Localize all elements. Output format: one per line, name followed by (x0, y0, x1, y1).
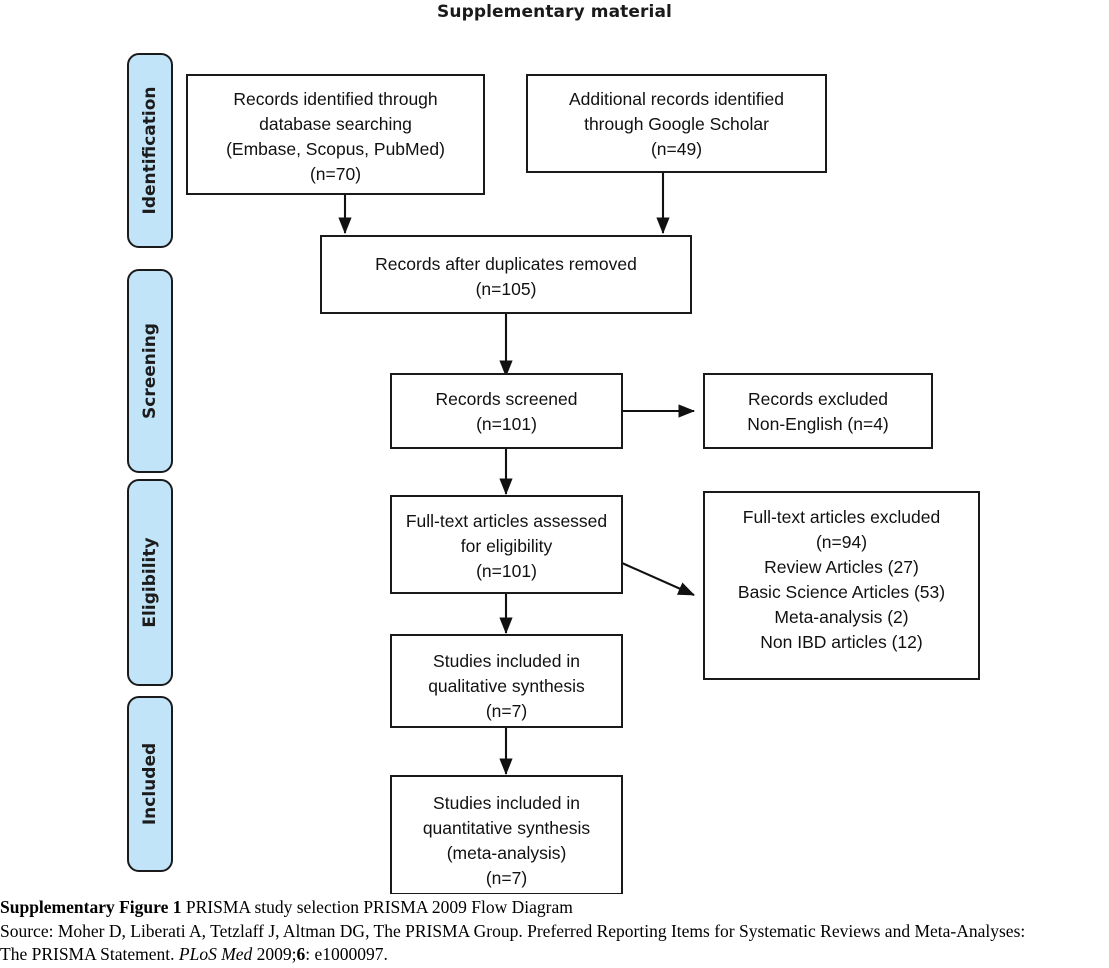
stage-bar-screening-rect (127, 269, 173, 473)
box-studies-qualitative: Studies included in qualitative synthesi… (390, 634, 623, 728)
page-title: Supplementary material (437, 2, 672, 22)
box-line: Records screened (435, 389, 577, 409)
box-line: Non-English (n=4) (747, 414, 889, 434)
box-records-after-duplicates-removed: Records after duplicates removed (n=105) (320, 235, 692, 314)
box-line: Basic Science Articles (53) (738, 582, 945, 602)
stage-bar-eligibility: Eligibility (127, 479, 173, 686)
prisma-flow-diagram: Identification Screening Eligibility Inc… (0, 24, 1109, 894)
stage-bar-eligibility-rect (127, 479, 173, 686)
caption-article-id: : e1000097. (305, 944, 388, 964)
box-line: Records excluded (748, 389, 888, 409)
box-fulltext-excluded-rect (703, 491, 980, 680)
box-line: Records identified through (233, 89, 437, 109)
stage-label-included: Included (140, 743, 160, 825)
box-records-excluded-rect (703, 373, 933, 449)
figure-caption: Supplementary Figure 1 PRISMA study sele… (0, 896, 1109, 967)
box-additional-records-google-scholar: Additional records identified through Go… (526, 74, 827, 173)
box-fulltext-assessed: Full-text articles assessed for eligibil… (390, 495, 623, 594)
box-line: Non IBD articles (12) (760, 632, 922, 652)
caption-line-3: The PRISMA Statement. PLoS Med 2009;6: e… (0, 943, 1109, 967)
box-line: through Google Scholar (584, 114, 769, 134)
caption-figure-title: PRISMA study selection PRISMA 2009 Flow … (181, 897, 573, 917)
box-line: (n=105) (476, 279, 537, 299)
box-line: Review Articles (27) (764, 557, 919, 577)
box-fulltext-assessed-rect (390, 495, 623, 594)
stage-bar-screening: Screening (127, 269, 173, 473)
caption-year: 2009; (252, 944, 297, 964)
box-records-screened-rect (390, 373, 623, 449)
box-studies-quantitative-rect (390, 775, 623, 894)
stage-bar-included: Included (127, 696, 173, 872)
box-line: (n=94) (816, 532, 867, 552)
box-line: database searching (259, 114, 412, 134)
box-line: (n=70) (310, 164, 361, 184)
box-line: for eligibility (461, 536, 553, 556)
box-records-screened: Records screened (n=101) (390, 373, 623, 449)
caption-line-1: Supplementary Figure 1 PRISMA study sele… (0, 896, 1109, 920)
box-line: Records after duplicates removed (375, 254, 637, 274)
stage-bar-included-rect (127, 696, 173, 872)
box-line: (n=7) (486, 701, 527, 721)
box-records-excluded: Records excluded Non-English (n=4) (703, 373, 933, 449)
box-line: Studies included in (433, 651, 580, 671)
box-records-identified-database: Records identified through database sear… (186, 74, 485, 195)
caption-volume: 6 (296, 944, 306, 964)
box-line: (Embase, Scopus, PubMed) (226, 139, 445, 159)
caption-journal-name: PLoS Med (178, 944, 253, 964)
caption-figure-number: Supplementary Figure 1 (0, 897, 182, 917)
box-line: (n=7) (486, 868, 527, 888)
box-line: (n=49) (651, 139, 702, 159)
box-fulltext-excluded: Full-text articles excluded (n=94) Revie… (703, 491, 980, 680)
box-line: Studies included in (433, 793, 580, 813)
stage-label-screening: Screening (140, 323, 160, 419)
box-line: Full-text articles assessed (406, 511, 607, 531)
box-line: (meta-analysis) (447, 843, 567, 863)
box-additional-records-google-scholar-rect (526, 74, 827, 173)
box-line: Meta-analysis (2) (774, 607, 908, 627)
box-line: Full-text articles excluded (743, 507, 940, 527)
box-line: quantitative synthesis (423, 818, 591, 838)
box-line: qualitative synthesis (428, 676, 585, 696)
stage-bar-identification-rect (127, 53, 173, 248)
stage-label-eligibility: Eligibility (140, 537, 160, 627)
box-line: Additional records identified (569, 89, 784, 109)
box-studies-qualitative-rect (390, 634, 623, 728)
box-studies-quantitative: Studies included in quantitative synthes… (390, 775, 623, 894)
box-records-identified-database-rect (186, 74, 485, 195)
edge-fulltext-to-fulltext-excluded (621, 562, 695, 596)
stage-bar-identification: Identification (127, 53, 173, 248)
box-line: (n=101) (476, 561, 537, 581)
box-records-after-duplicates-removed-rect (320, 235, 692, 314)
caption-line-2: Source: Moher D, Liberati A, Tetzlaff J,… (0, 920, 1026, 941)
box-line: (n=101) (476, 414, 537, 434)
caption-source-pre: The PRISMA Statement. (0, 944, 179, 964)
stage-label-identification: Identification (140, 87, 160, 215)
stage-bars: Identification Screening Eligibility Inc… (127, 53, 173, 872)
